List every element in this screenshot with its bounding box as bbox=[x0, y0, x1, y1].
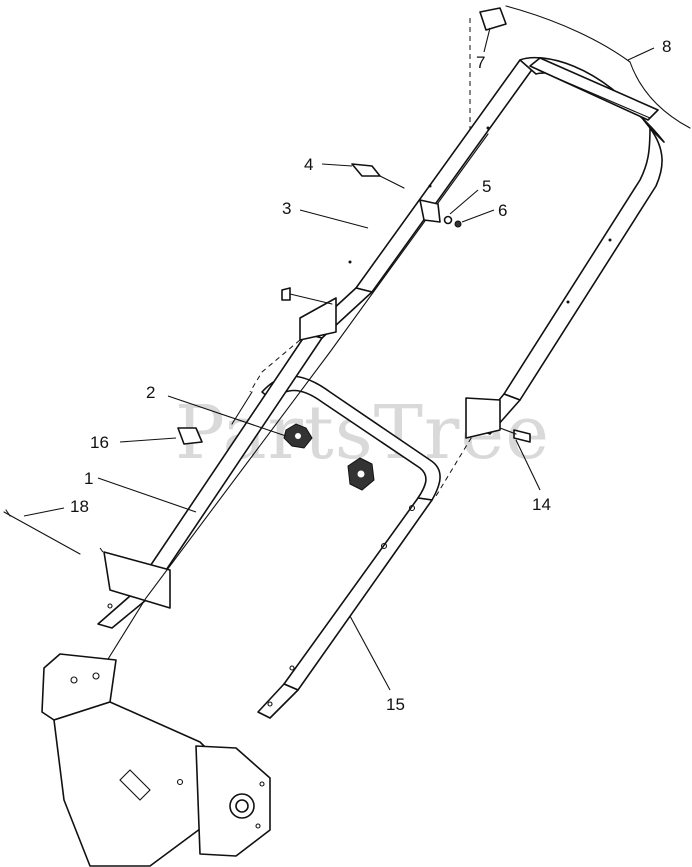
bolt-4 bbox=[351, 163, 381, 177]
leader-1 bbox=[97, 477, 197, 513]
control-cable bbox=[505, 5, 691, 129]
leader-15 bbox=[349, 615, 391, 691]
callout-7: 7 bbox=[476, 53, 485, 72]
callout-1: 1 bbox=[84, 469, 93, 488]
callout-16: 16 bbox=[90, 433, 109, 452]
leader-18 bbox=[23, 507, 65, 517]
leader-2 bbox=[167, 395, 287, 437]
callout-8: 8 bbox=[662, 37, 671, 56]
washer-6 bbox=[443, 215, 453, 225]
leader-5 bbox=[449, 189, 479, 215]
bolt-14 bbox=[513, 429, 531, 443]
callout-4: 4 bbox=[304, 155, 313, 174]
callout-6: 6 bbox=[498, 201, 507, 220]
callout-5: 5 bbox=[482, 177, 491, 196]
leader-8 bbox=[627, 47, 655, 61]
leader-16 bbox=[119, 437, 177, 443]
callout-15: 15 bbox=[386, 695, 405, 714]
upper-handle bbox=[305, 56, 665, 435]
callout-2: 2 bbox=[146, 383, 155, 402]
leader-14 bbox=[515, 439, 541, 491]
rod-18 bbox=[3, 511, 81, 555]
right-bracket bbox=[465, 397, 501, 439]
upper-bracket bbox=[299, 297, 337, 341]
callout-3: 3 bbox=[282, 199, 291, 218]
leader-6 bbox=[461, 209, 495, 223]
leader-7 bbox=[483, 27, 491, 53]
cable-clip bbox=[479, 7, 507, 31]
cable-tie-16 bbox=[177, 427, 203, 445]
leader-4 bbox=[321, 163, 353, 167]
lower-bracket bbox=[103, 551, 171, 609]
callout-14: 14 bbox=[532, 495, 551, 514]
callout-18: 18 bbox=[70, 497, 89, 516]
cable-guide-5 bbox=[419, 199, 441, 223]
leader-3 bbox=[299, 209, 369, 229]
mower-deck bbox=[41, 653, 271, 867]
